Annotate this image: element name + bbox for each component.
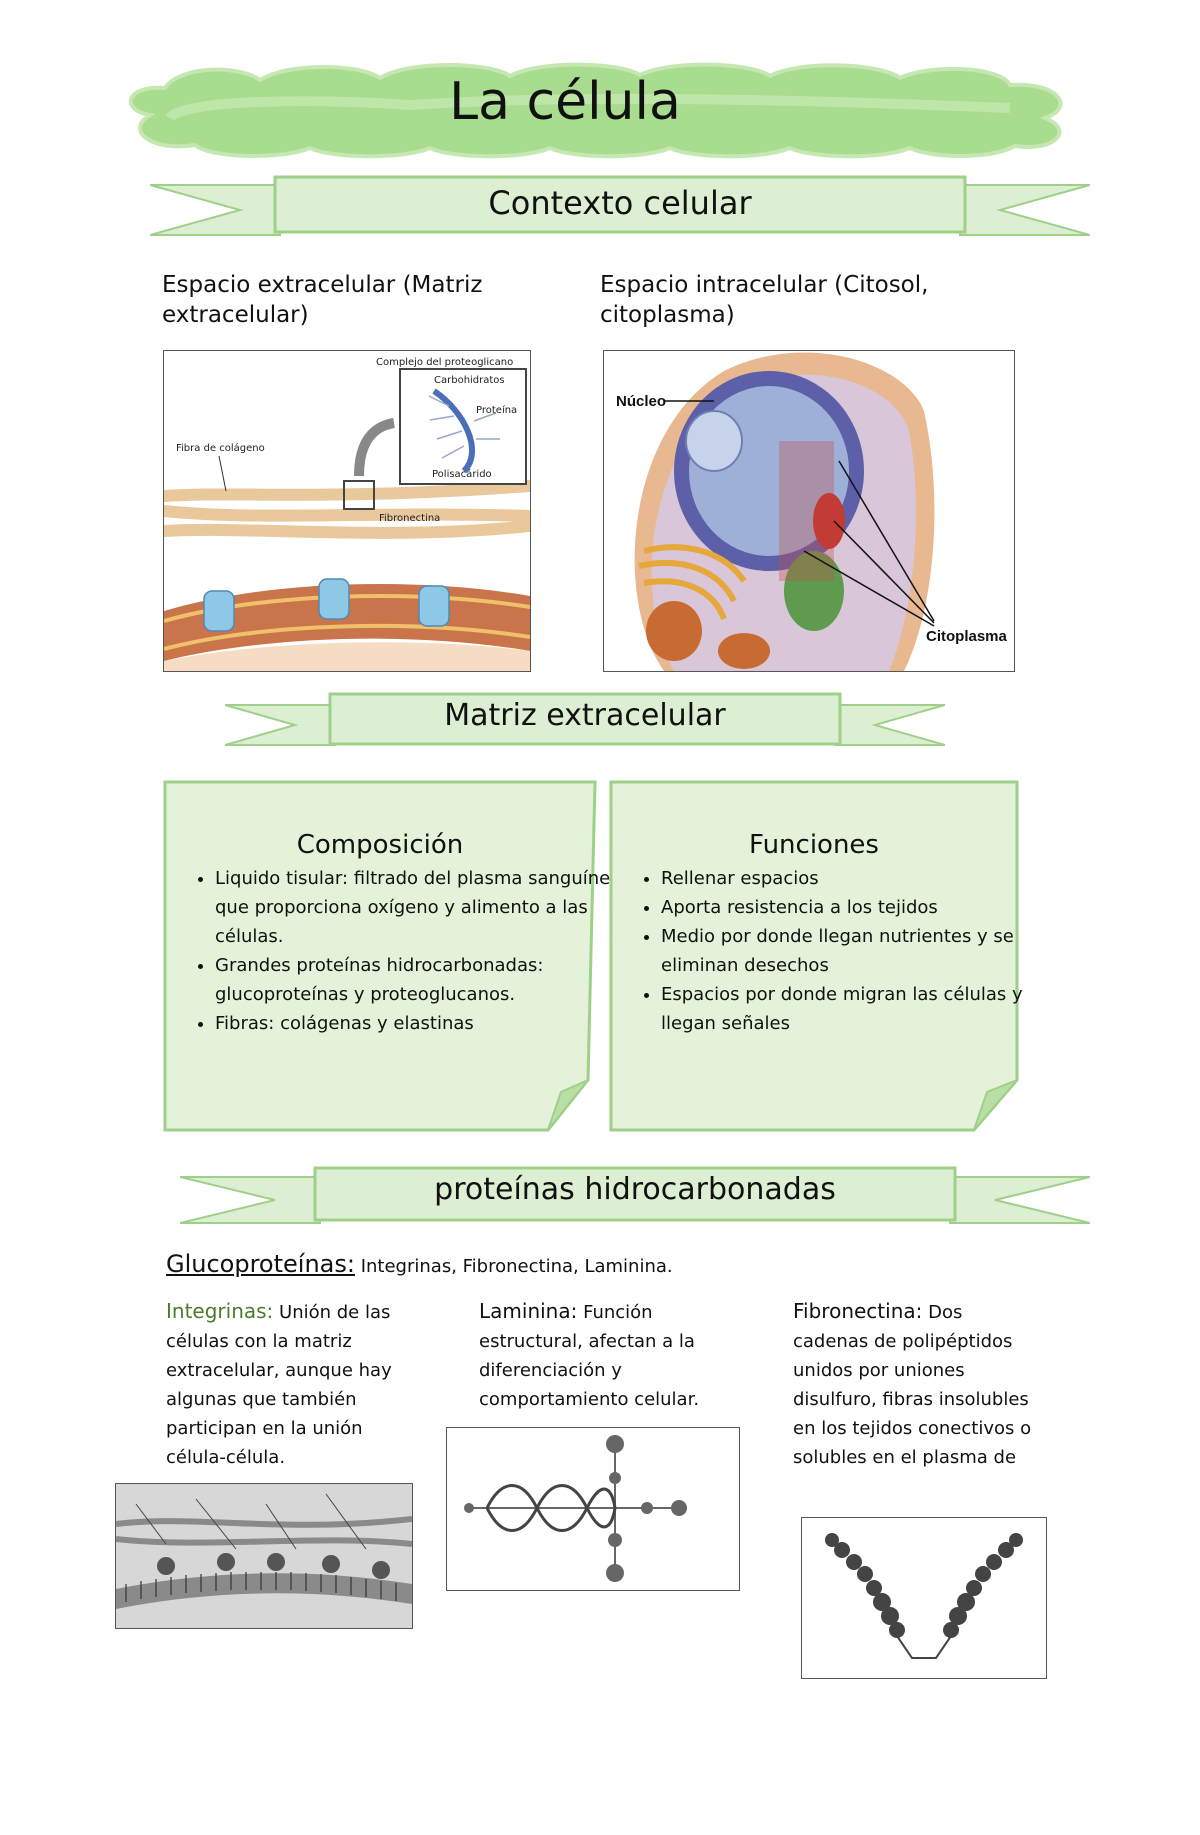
note-box-funciones bbox=[609, 780, 1019, 1132]
section-title-proteinas: proteínas hidrocarbonadas bbox=[434, 1172, 836, 1207]
list-item: Fibras: colágenas y elastinas bbox=[215, 1009, 625, 1038]
intracellular-heading: Espacio intracelular (Citosol, citoplasm… bbox=[600, 272, 929, 328]
label-collagen: Fibra de colágeno bbox=[176, 442, 265, 454]
extracellular-matrix-figure: Complejo del proteoglicano Carbohidratos… bbox=[163, 350, 531, 672]
fibronectina-term: Fibronectina: bbox=[793, 1299, 923, 1323]
label-poly: Polisacárido bbox=[432, 468, 492, 480]
label-cytoplasm: Citoplasma bbox=[926, 628, 1008, 645]
integrinas-term: Integrinas: bbox=[166, 1299, 274, 1323]
laminina-text: Función estructural, afectan a la difere… bbox=[479, 1302, 700, 1410]
page-title: La célula bbox=[449, 72, 681, 132]
title-cloud-decoration bbox=[128, 62, 1063, 159]
fibronectin-figure bbox=[801, 1517, 1047, 1679]
list-item: Rellenar espacios bbox=[661, 864, 1051, 893]
ribbon-banner bbox=[225, 692, 945, 746]
label-complex: Complejo del proteoglicano bbox=[376, 357, 513, 368]
label-protein: Proteína bbox=[476, 404, 517, 416]
list-item: Aporta resistencia a los tejidos bbox=[661, 893, 1051, 922]
ribbon-banner bbox=[180, 1166, 1090, 1224]
funciones-list: Rellenar espacios Aporta resistencia a l… bbox=[609, 864, 1051, 1038]
label-carbs: Carbohidratos bbox=[434, 375, 505, 386]
glucoproteinas-line: Glucoproteínas: Integrinas, Fibronectina… bbox=[166, 1248, 1046, 1283]
laminina-paragraph: Laminina: Función estructural, afectan a… bbox=[479, 1297, 729, 1414]
integrin-figure bbox=[115, 1483, 413, 1629]
ribbon-banner bbox=[150, 175, 1090, 236]
section-title-matriz: Matriz extracelular bbox=[444, 698, 726, 733]
funciones-title: Funciones bbox=[749, 830, 879, 860]
intracellular-figure: Núcleo Citoplasma bbox=[603, 350, 1015, 672]
label-nucleus: Núcleo bbox=[616, 393, 666, 410]
glucoproteinas-label: Glucoproteínas: bbox=[166, 1250, 355, 1278]
list-item: Espacios por donde migran las células y … bbox=[661, 980, 1051, 1038]
fibronectina-paragraph: Fibronectina: Dos cadenas de polipéptido… bbox=[793, 1297, 1043, 1472]
composicion-list: Liquido tisular: filtrado del plasma san… bbox=[163, 864, 625, 1038]
laminina-term: Laminina: bbox=[479, 1299, 578, 1323]
glucoproteinas-list: Integrinas, Fibronectina, Laminina. bbox=[360, 1256, 673, 1277]
list-item: Medio por donde llegan nutrientes y se e… bbox=[661, 922, 1051, 980]
extracellular-heading: Espacio extracelular (Matriz extracelula… bbox=[162, 272, 483, 328]
note-box-composicion bbox=[163, 780, 597, 1132]
integrinas-text: Unión de las células con la matriz extra… bbox=[166, 1302, 392, 1468]
list-item: Grandes proteínas hidrocarbonadas: gluco… bbox=[215, 951, 625, 1009]
label-fibronectin: Fibronectina bbox=[379, 513, 440, 524]
integrinas-paragraph: Integrinas: Unión de las células con la … bbox=[166, 1297, 416, 1472]
laminin-figure bbox=[446, 1427, 740, 1591]
composicion-title: Composición bbox=[296, 830, 464, 860]
list-item: Liquido tisular: filtrado del plasma san… bbox=[215, 864, 625, 951]
section-title-contexto: Contexto celular bbox=[488, 184, 752, 222]
fibronectina-text: Dos cadenas de polipéptidos unidos por u… bbox=[793, 1302, 1032, 1468]
